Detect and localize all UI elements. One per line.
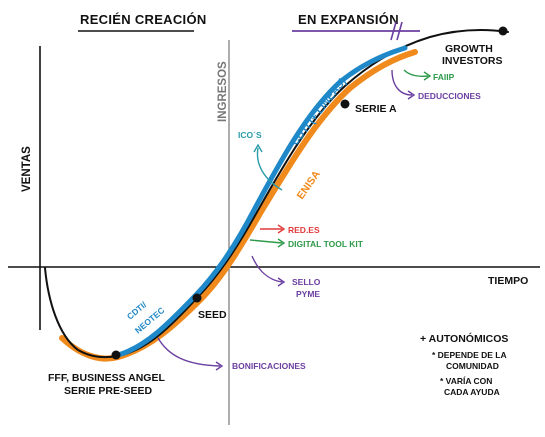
stage-serie-a: SERIE A — [355, 103, 397, 115]
digital-tool-kit-connector — [249, 239, 283, 244]
stage-growth-line1: GROWTH — [445, 43, 493, 55]
cdti-lineas-label: CDTI (+ LÍNEAS) — [288, 75, 349, 148]
deducciones-connector — [391, 69, 413, 96]
x-axis-label: TIEMPO — [488, 275, 528, 287]
enisa-curve — [59, 49, 418, 362]
instrument-red-es: RED.ES — [288, 225, 320, 235]
note-1-line2: COMUNIDAD — [446, 361, 499, 371]
instrument-icos: ICO´S — [238, 130, 262, 140]
enisa-label: ENISA — [295, 168, 323, 202]
instrument-digital-tool-kit: DIGITAL TOOL KIT — [288, 239, 364, 249]
stage-seed: SEED — [198, 309, 227, 321]
instrument-bonificaciones: BONIFICACIONES — [232, 361, 306, 371]
note-autonomicos: + AUTONÓMICOS — [420, 332, 508, 345]
icos-arrowhead — [253, 143, 263, 153]
instrument-sello-pyme-line2: PYME — [296, 289, 320, 299]
cdti-curve — [115, 45, 408, 358]
sello-pyme-connector — [251, 255, 283, 283]
bonificaciones-arrowhead — [215, 361, 224, 371]
instrument-sello-pyme-line1: SELLO — [292, 277, 321, 287]
heading-recien-creacion: RECIÉN CREACIÓN — [80, 12, 207, 27]
stage-pre-seed-line1: FFF, BUSINESS ANGEL — [48, 372, 165, 384]
stage-growth-line2: INVESTORS — [442, 55, 503, 67]
red-es-arrowhead — [277, 224, 286, 234]
bonificaciones-connector — [157, 337, 221, 367]
icos-connector — [256, 147, 283, 191]
y-axis-label: VENTAS — [21, 146, 33, 192]
deducciones-arrowhead — [407, 90, 416, 100]
note-1-line1: * DEPENDE DE LA — [432, 350, 507, 360]
faiip-arrowhead — [423, 71, 432, 81]
main-growth-curve — [44, 28, 509, 359]
stage-pre-seed-line2: SERIE PRE-SEED — [64, 385, 153, 397]
instrument-deducciones: DEDUCCIONES — [418, 91, 481, 101]
note-2-line1: * VARÍA CON — [440, 376, 492, 386]
digital-tool-kit-arrowhead — [277, 238, 286, 248]
heading-right-break-marks — [390, 21, 403, 41]
heading-en-expansion: EN EXPANSIÓN — [298, 12, 399, 27]
note-2-line2: CADA AYUDA — [444, 387, 500, 397]
ingresos-label: INGRESOS — [217, 61, 229, 122]
dot-growth — [498, 26, 508, 36]
faiip-connector — [403, 69, 429, 78]
instrument-faiip: FAIIP — [433, 72, 455, 82]
dot-seed — [192, 293, 202, 303]
dot-serie-a — [340, 99, 350, 109]
dot-pre-seed — [111, 350, 121, 360]
sello-pyme-arrowhead — [277, 277, 286, 287]
